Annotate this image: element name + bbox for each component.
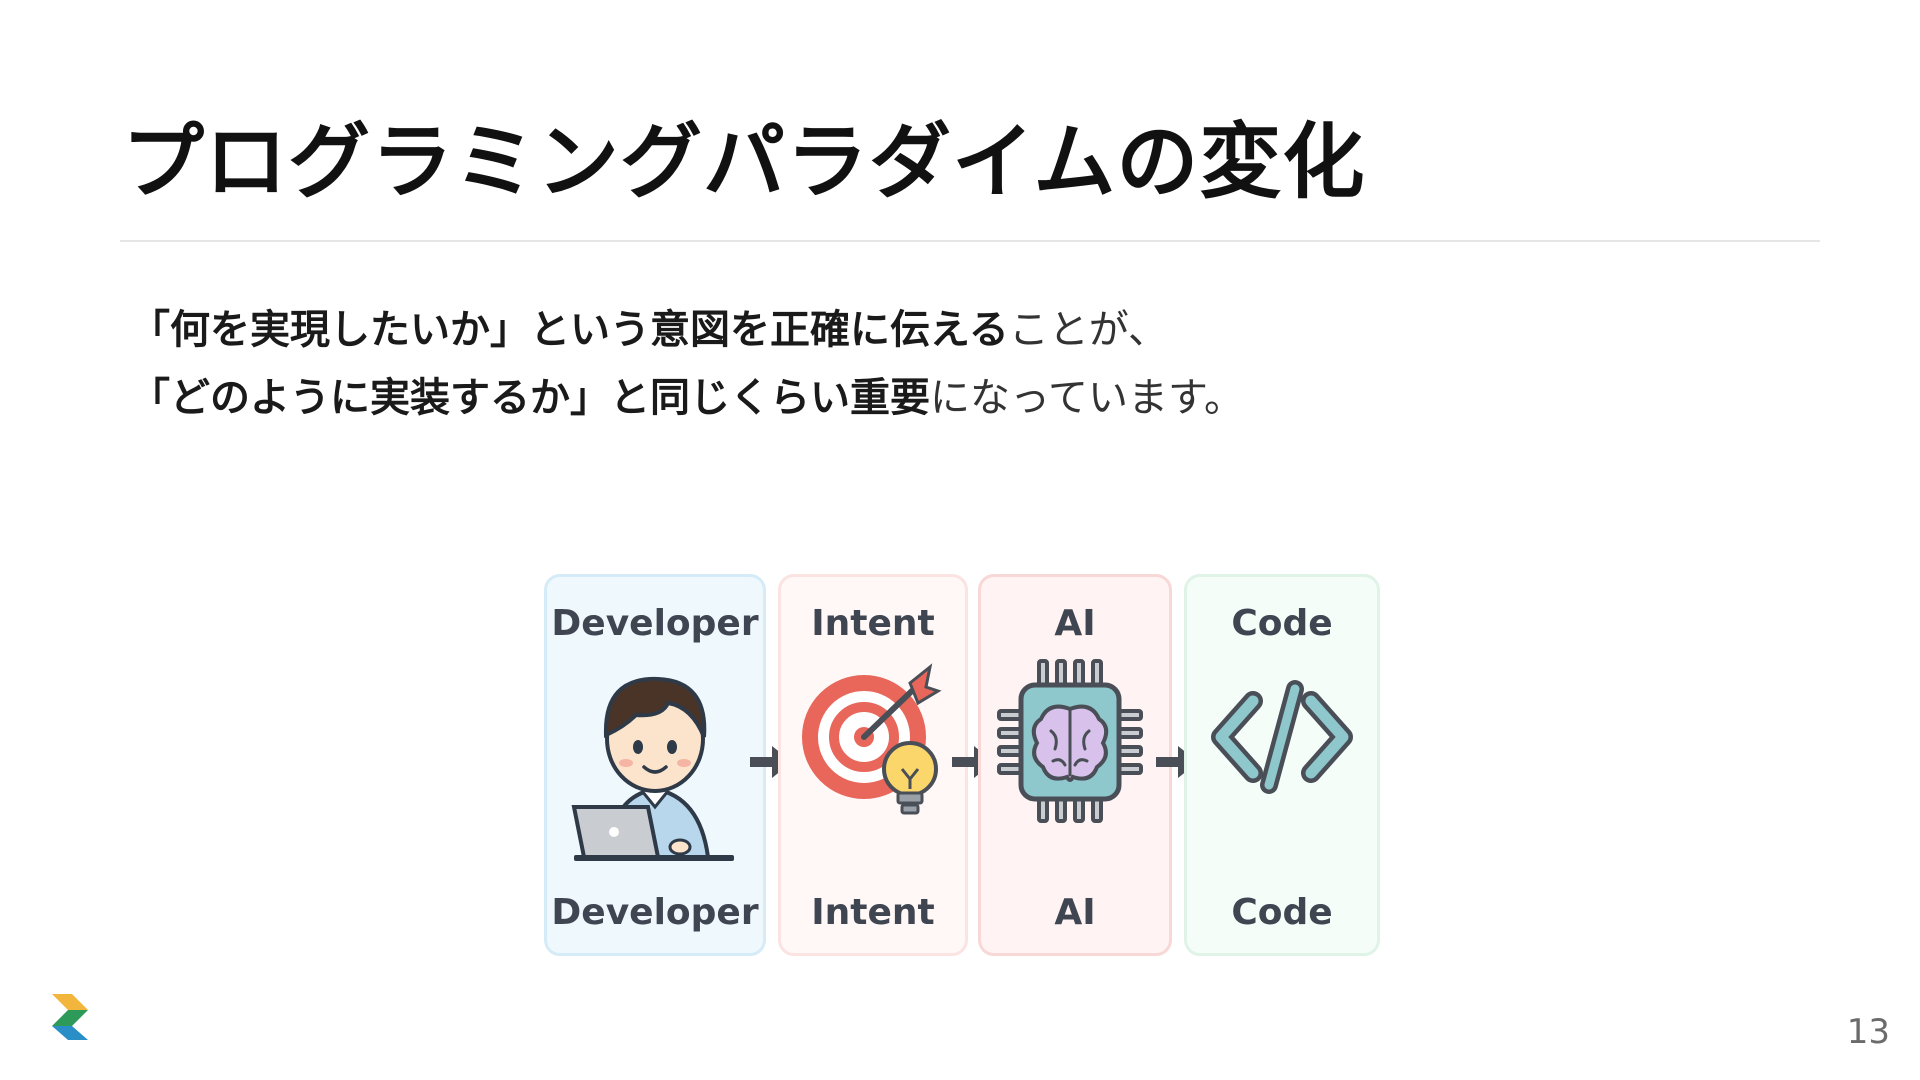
code-brackets-icon [1211, 680, 1353, 794]
developer-panel-top-label: Developer [551, 603, 759, 644]
lead-line-1-plain: ことが、 [1008, 307, 1169, 353]
intent-panel-top-label: Intent [811, 603, 935, 644]
intent-panel-bottom-label: Intent [811, 892, 935, 933]
target-lightbulb-icon [802, 663, 942, 815]
page-number: 13 [1846, 1012, 1890, 1052]
code-panel-top-label: Code [1231, 603, 1333, 644]
lead-line-1-bold: 「何を実現したいか」という意図を正確に伝える [130, 307, 1009, 353]
brand-logo-icon [52, 994, 88, 1040]
paradigm-flow-diagram: Developer Developer Intent [544, 574, 1380, 960]
developer-panel-bottom-label: Developer [551, 892, 759, 933]
slide-title: プログラミングパラダイムの変化 [122, 115, 1366, 210]
lead-line-2: 「どのように実装するか」と同じくらい重要になっています。 [130, 364, 1244, 432]
code-panel: Code Code [1184, 574, 1380, 956]
developer-panel: Developer Developer [544, 574, 766, 956]
lead-line-2-bold: 「どのように実装するか」と同じくらい重要 [130, 375, 930, 421]
ai-panel: AI [978, 574, 1172, 956]
lead-line-1: 「何を実現したいか」という意図を正確に伝えることが、 [130, 296, 1244, 364]
lead-text: 「何を実現したいか」という意図を正確に伝えることが、 「どのように実装するか」と… [130, 296, 1244, 432]
intent-panel: Intent Intent [778, 574, 968, 956]
developer-laptop-icon [571, 676, 734, 861]
ai-chip-brain-icon [997, 659, 1143, 823]
ai-panel-top-label: AI [1054, 603, 1096, 644]
title-divider [120, 240, 1820, 242]
code-panel-bottom-label: Code [1231, 892, 1333, 933]
lead-line-2-plain: になっています。 [930, 375, 1244, 421]
ai-panel-bottom-label: AI [1054, 892, 1096, 933]
